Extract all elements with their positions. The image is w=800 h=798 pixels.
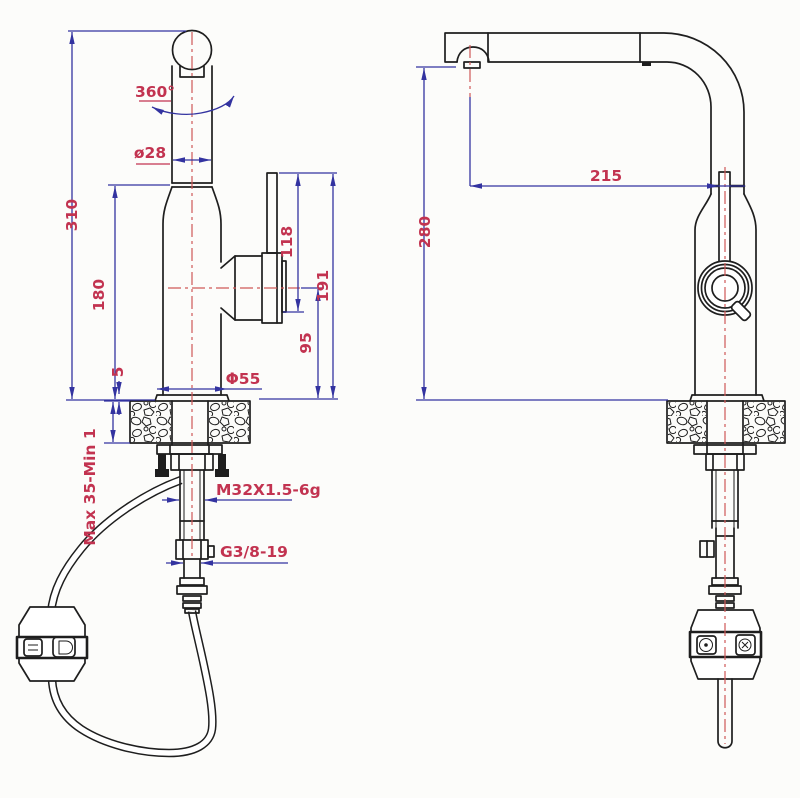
dim-base-plate-height-label: 5: [109, 367, 127, 378]
pullout-hose: [46, 476, 217, 758]
handle-lever-side: [266, 172, 278, 254]
dim-shank-thread-label: M32X1.5-6g: [216, 481, 321, 499]
dim-supply-connection-label: G3/8-19: [220, 543, 288, 561]
dim-handle-top-height-label: 191: [314, 270, 332, 302]
dim-spout-diameter-label: ø28: [134, 144, 166, 162]
countertop-front: [666, 400, 786, 446]
mounting-hardware-front: [693, 444, 757, 609]
countertop-side: [129, 400, 251, 446]
right-view-drawing: [444, 32, 786, 749]
dim-handle-axis-height-label: 95: [297, 332, 315, 354]
spout-top-sphere: [171, 29, 213, 71]
handle-valve-side: [220, 172, 287, 324]
faucet-body-front: [444, 32, 765, 402]
dim-spout-reach-label: 215: [590, 167, 622, 185]
dim-lever-top-height-label: 118: [278, 226, 296, 258]
mounting-bolts: [155, 454, 229, 477]
dim-deck-thickness-label: Max 35-Min 1: [81, 428, 99, 545]
left-view-drawing: [15, 29, 287, 758]
dimension-labels: 360° ø28 310 180 5 Max 35-Min 1 118 191 …: [63, 83, 622, 561]
dim-total-height-label: 310: [63, 199, 81, 232]
centerlines: [168, 32, 726, 744]
spout-clip-mark: [642, 62, 651, 66]
rotation-arc: [151, 95, 235, 115]
hose-counterweight-front: [688, 609, 763, 749]
dim-upper-body-height-label: 180: [90, 279, 108, 312]
hose-counterweight-side: [15, 606, 89, 682]
hose-end-front: [717, 678, 733, 749]
dim-rotation-label: 360°: [135, 83, 175, 101]
dimension-lines: [66, 30, 745, 566]
dim-spout-height-label: 280: [416, 216, 434, 249]
dim-base-diameter-label: Φ55: [226, 370, 261, 388]
faucet-body-side: [154, 29, 230, 402]
spray-aerator: [456, 46, 490, 63]
